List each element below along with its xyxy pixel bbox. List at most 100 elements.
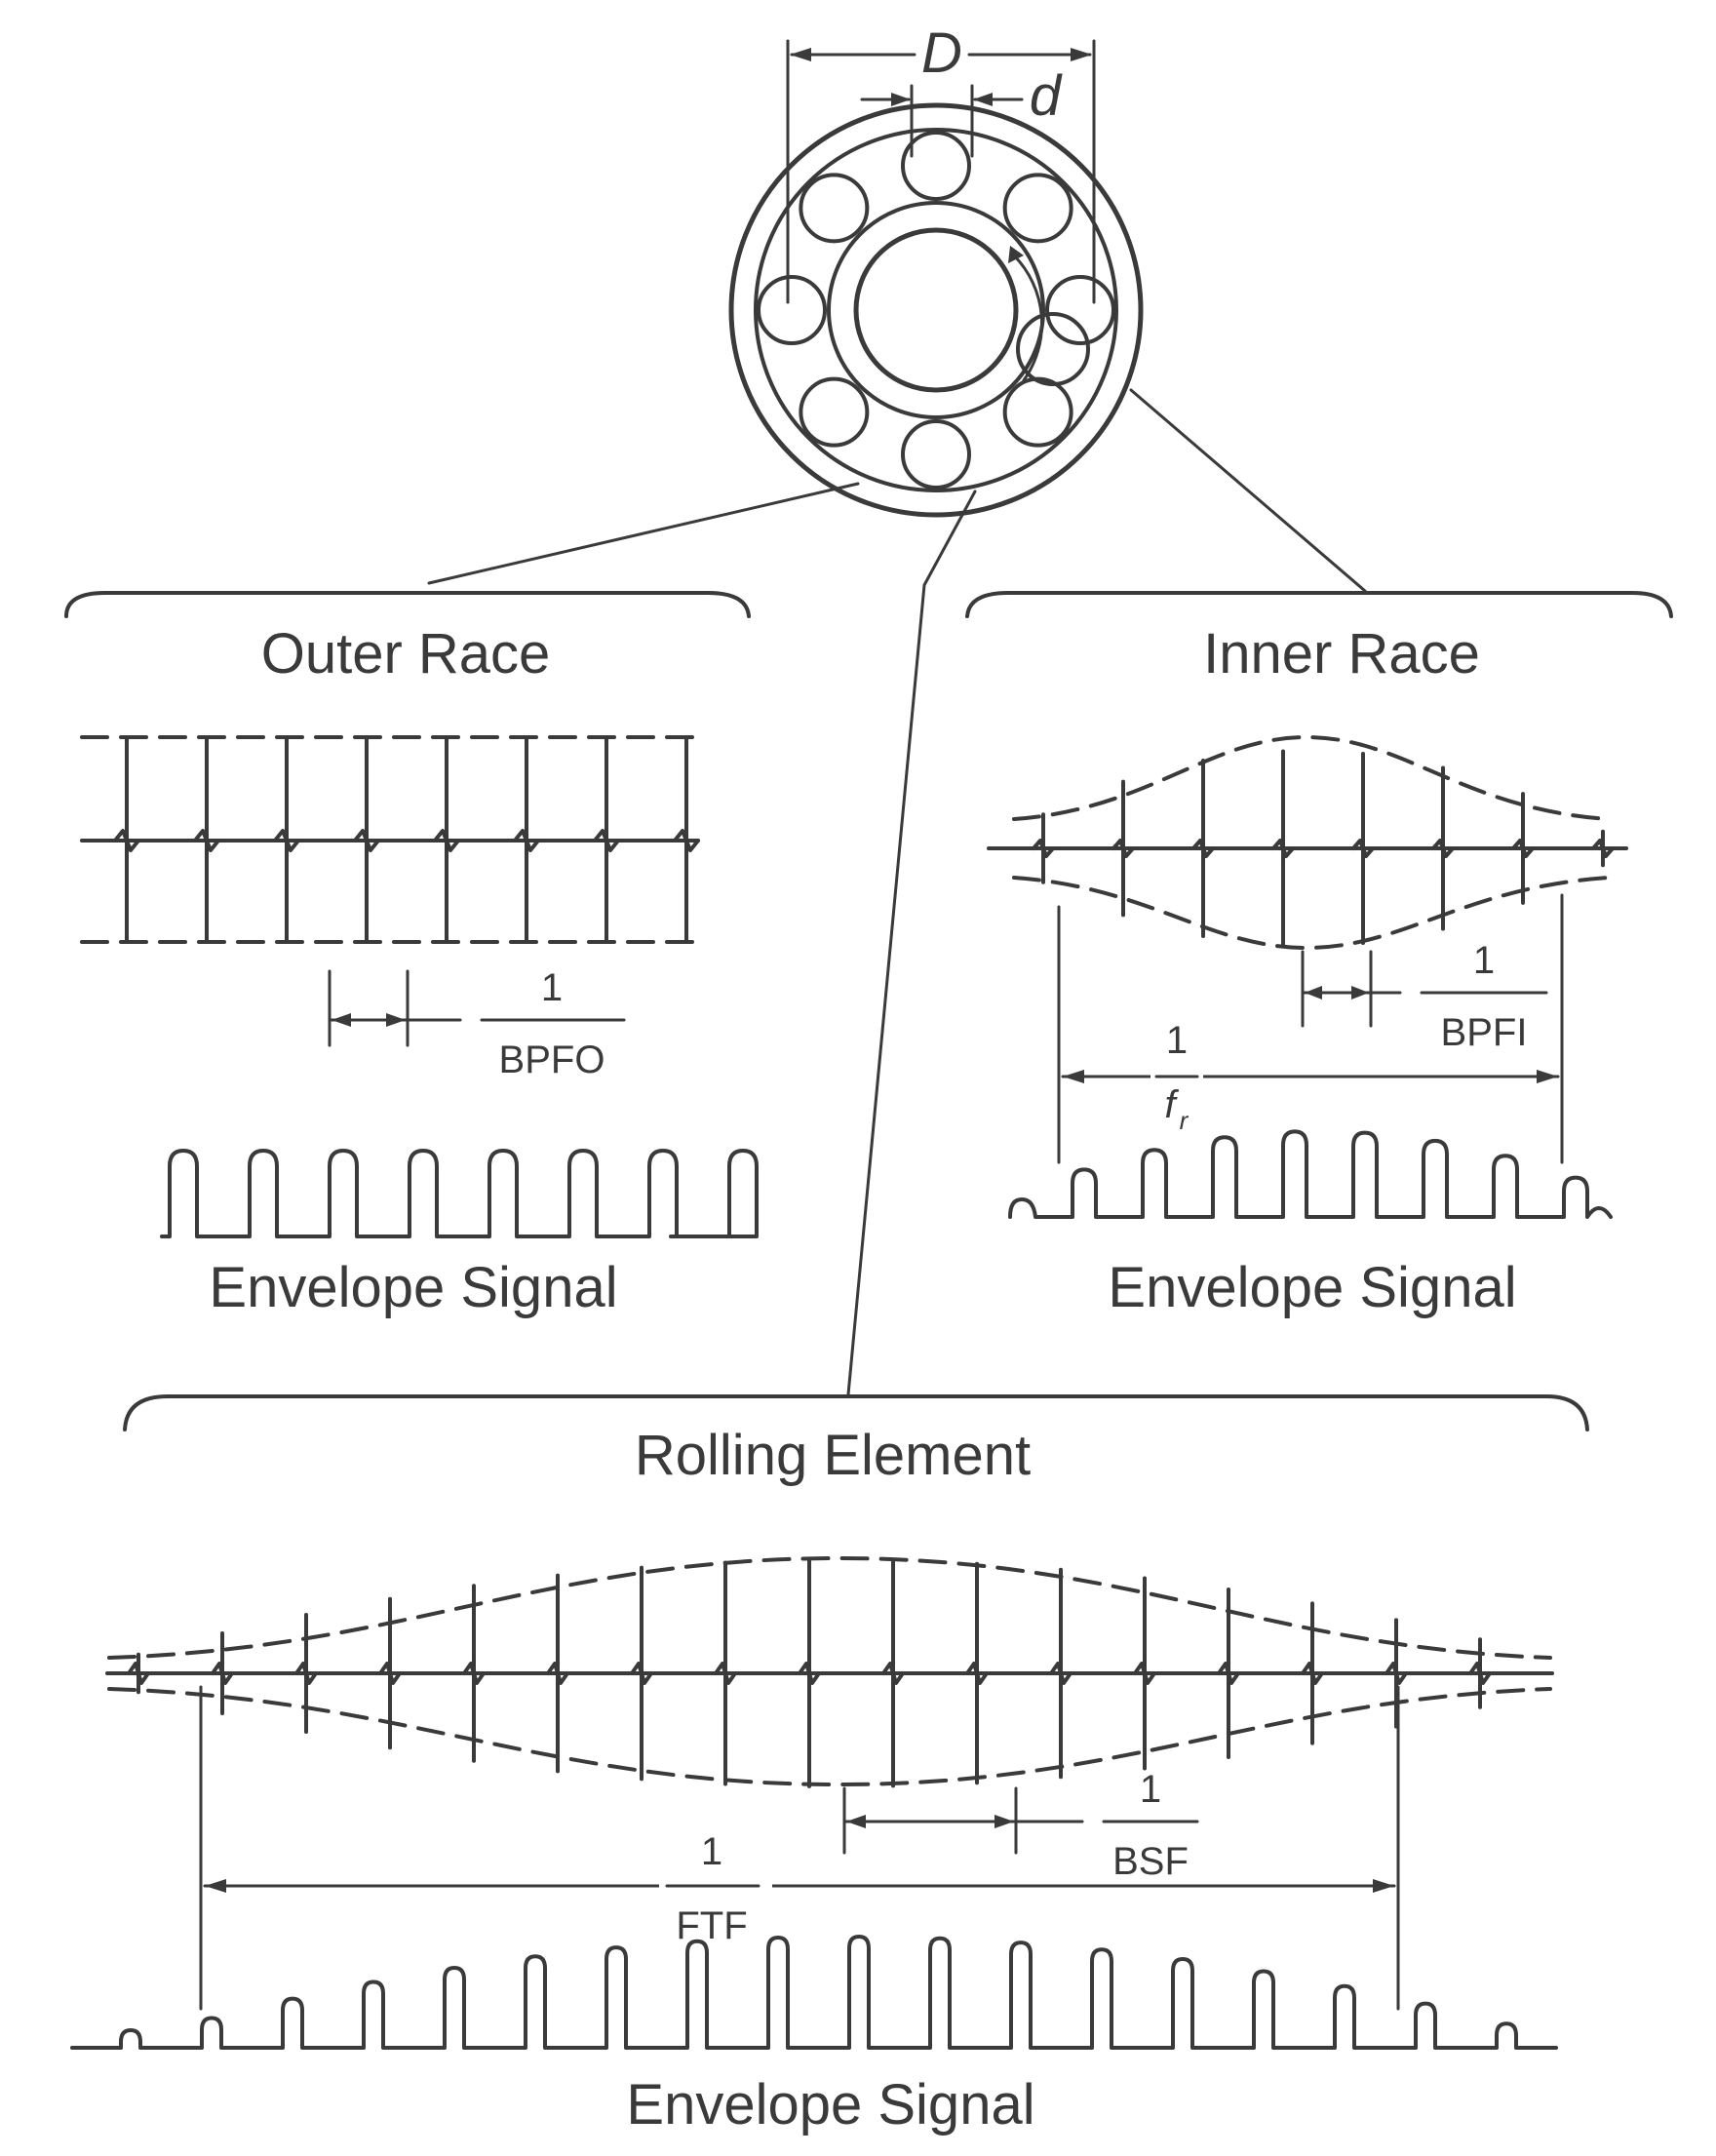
outer-race-section: Outer Race 1 BPFO Envelope Signal xyxy=(80,622,759,1319)
rolling-element-impulse-ripple xyxy=(1468,1662,1492,1685)
rolling-element-impulse-ripple xyxy=(378,1662,402,1685)
outer-race-impulse-ripple xyxy=(513,829,540,852)
inner-race-impulse-ripple xyxy=(1591,839,1615,858)
rolling-element-lower-envelope xyxy=(107,1687,1552,1786)
ball-diameter-arrow-right xyxy=(973,93,993,106)
outer-race-impulse-ripple xyxy=(273,829,300,852)
outer-race-impulse-ripple xyxy=(433,829,460,852)
inner-race-upper-envelope xyxy=(1012,735,1611,821)
inner-race-lower-envelope xyxy=(1012,876,1611,950)
bsf-numerator: 1 xyxy=(1140,1768,1161,1811)
rolling-element-impulse-ripple xyxy=(127,1662,150,1685)
outer-race-impulse-ripple xyxy=(193,829,220,852)
rolling-element-ball xyxy=(799,376,870,448)
inner-race-impulse-ripple xyxy=(1191,839,1215,858)
rolling-element-impulse-ripple xyxy=(965,1662,989,1685)
leader-inner-race xyxy=(1129,388,1367,593)
outer-race-impulse-ripple xyxy=(593,829,620,852)
ftf-denominator: FTF xyxy=(676,1904,747,1947)
pitch-diameter-arrow-right xyxy=(1071,48,1092,61)
inner-ring-outer-edge xyxy=(827,201,1045,419)
rotation-arrow-right xyxy=(1537,1070,1558,1083)
outer-race-title: Outer Race xyxy=(261,622,551,686)
outer-race-envelope-label: Envelope Signal xyxy=(209,1256,617,1319)
rolling-element-ball xyxy=(901,419,971,490)
rotation-numerator: 1 xyxy=(1166,1019,1188,1062)
rolling-element-impulse-ripple xyxy=(630,1662,653,1685)
rolling-element-ball xyxy=(901,131,971,201)
rolling-elements xyxy=(757,131,1115,490)
outer-race-envelope-waveform xyxy=(160,1149,759,1238)
rolling-element-impulse-ripple xyxy=(1384,1662,1408,1685)
rolling-element-impulse-ripple xyxy=(1217,1662,1240,1685)
rolling-element-impulse-ripple xyxy=(798,1662,821,1685)
inner-race-impulses xyxy=(1032,749,1615,948)
rotation-arrow xyxy=(1012,254,1043,382)
ball-diameter-label: d xyxy=(1030,64,1063,128)
rolling-element-impulse-ripple xyxy=(294,1662,318,1685)
outer-race-brace xyxy=(64,591,751,618)
bsf-denominator: BSF xyxy=(1112,1840,1189,1883)
rolling-element-impulse-ripple xyxy=(462,1662,486,1685)
pitch-diameter-arrow-left xyxy=(790,48,811,61)
inner-race-impulse-ripple xyxy=(1271,839,1295,858)
rolling-element-ball xyxy=(1045,275,1115,345)
rolling-element-impulse-ripple xyxy=(546,1662,569,1685)
inner-race-impulse-ripple xyxy=(1112,839,1135,858)
ball-diameter-arrow-left xyxy=(891,93,911,106)
bpfi-numerator: 1 xyxy=(1473,939,1495,982)
rolling-element-impulses xyxy=(127,1558,1492,1788)
leader-outer-race xyxy=(427,482,860,585)
outer-race-impulse-ripple xyxy=(673,829,700,852)
bpfi-arrow-left xyxy=(1305,986,1322,1000)
rolling-element-envelope-label: Envelope Signal xyxy=(626,2073,1034,2136)
ftf-numerator: 1 xyxy=(701,1830,722,1873)
bsf-arrow-left xyxy=(846,1815,866,1828)
rotation-arrow-head xyxy=(1008,246,1024,263)
inner-race-impulse-ripple xyxy=(1431,839,1455,858)
bpfo-arrow-left xyxy=(332,1013,351,1027)
outer-race-impulse-ripple xyxy=(353,829,380,852)
inner-race-brace xyxy=(965,591,1673,618)
rolling-element-section: Rolling Element 1 FTF 1 BSF Envelope Sig… xyxy=(70,1424,1558,2136)
rolling-element-impulse-ripple xyxy=(881,1662,905,1685)
ftf-arrow-left xyxy=(205,1879,226,1893)
outer-race-impulse-ripple xyxy=(113,829,140,852)
inner-race-envelope-waveform xyxy=(1008,1129,1613,1219)
rolling-element-ball xyxy=(1002,376,1073,448)
rolling-element-impulse-ripple xyxy=(714,1662,737,1685)
ftf-arrow-right xyxy=(1373,1879,1394,1893)
rolling-element-impulse-ripple xyxy=(1049,1662,1072,1685)
rolling-element-impulse-ripple xyxy=(1133,1662,1156,1685)
outer-race-impulses xyxy=(113,735,700,944)
rolling-element-upper-envelope xyxy=(107,1556,1552,1660)
bpfo-denominator: BPFO xyxy=(499,1039,605,1081)
bearing-drawing: D d xyxy=(427,21,1367,1396)
rolling-element-envelope-waveform xyxy=(70,1935,1558,2050)
inner-race-impulse-ripple xyxy=(1511,839,1535,858)
rolling-element-impulse-ripple xyxy=(211,1662,234,1685)
rolling-element-impulse-ripple xyxy=(1301,1662,1324,1685)
rolling-element-title: Rolling Element xyxy=(635,1424,1031,1487)
bsf-arrow-right xyxy=(994,1815,1014,1828)
bpfi-denominator: BPFI xyxy=(1441,1011,1528,1054)
inner-race-title: Inner Race xyxy=(1203,622,1480,686)
leader-rolling-element xyxy=(846,490,977,1396)
inner-race-section: Inner Race 1 f r 1 BPFI Envelope Signal xyxy=(987,622,1628,1319)
pitch-diameter-label: D xyxy=(921,21,962,85)
outer-ring-inner-edge xyxy=(754,128,1118,492)
rolling-element-brace xyxy=(123,1394,1589,1431)
inner-race-envelope-label: Envelope Signal xyxy=(1108,1256,1516,1319)
rolling-element-ball xyxy=(799,173,870,244)
rolling-element-ball xyxy=(1002,173,1073,244)
bore xyxy=(853,227,1019,393)
rotation-arrow-left xyxy=(1063,1070,1084,1083)
rolling-element-ball-overlap xyxy=(1016,312,1090,386)
rotation-subscript: r xyxy=(1180,1106,1190,1135)
inner-race-impulse-ripple xyxy=(1351,839,1375,858)
bpfi-arrow-right xyxy=(1351,986,1369,1000)
bpfo-arrow-right xyxy=(386,1013,406,1027)
inner-race-impulse-ripple xyxy=(1032,839,1055,858)
